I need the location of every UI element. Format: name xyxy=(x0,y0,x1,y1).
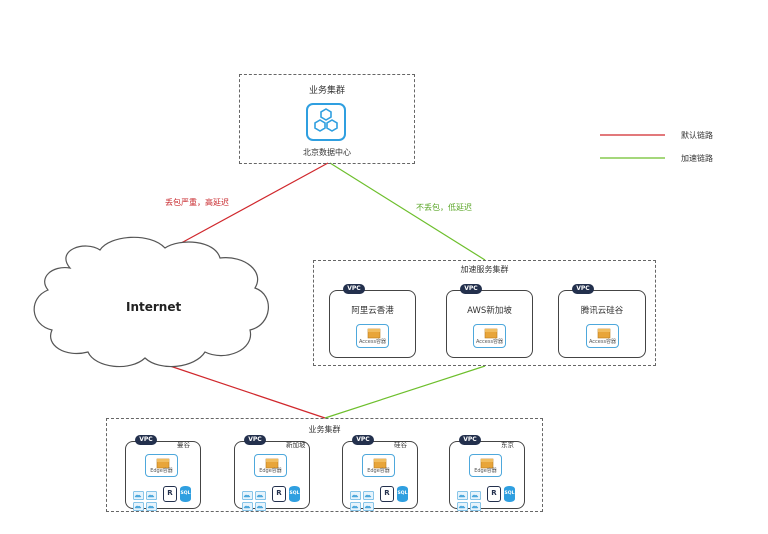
redis-icon: R xyxy=(380,486,394,502)
top-cluster-title: 业务集群 xyxy=(308,86,345,96)
redis-icon-label: R xyxy=(167,489,173,497)
container-box-icon xyxy=(367,328,381,339)
bottom-business-cluster xyxy=(106,418,543,512)
legend-accel-label: 加速链路 xyxy=(681,154,713,163)
cloud-service-icon xyxy=(146,496,157,515)
access-container-label: Access容器 xyxy=(588,339,617,345)
edge-container: Edge容器 xyxy=(469,454,502,477)
accel-link-top xyxy=(329,162,486,261)
access-container: Access容器 xyxy=(586,324,619,348)
vpc-tag: VPC xyxy=(352,435,374,445)
accel-cluster-title: 加速服务集群 xyxy=(460,265,509,274)
access-container-label: Access容器 xyxy=(475,339,504,345)
accel-link-bottom xyxy=(324,365,486,419)
cloud-service-icon xyxy=(470,485,481,504)
bottom-node-label: 新加坡 xyxy=(286,441,306,449)
vpc-tag: VPC xyxy=(244,435,266,445)
default-link-top xyxy=(171,162,329,249)
cloud-service-icon xyxy=(350,485,361,504)
bottom-node-label: 硅谷 xyxy=(394,441,407,449)
cloud-service-icon xyxy=(363,496,374,515)
container-box-icon xyxy=(597,328,611,339)
sql-database-icon: SQL xyxy=(397,486,408,502)
accel-service-cluster xyxy=(313,260,656,366)
bottom-cluster-title: 业务集群 xyxy=(308,425,341,434)
cloud-service-icon xyxy=(350,496,361,515)
cloud-service-icon xyxy=(133,485,144,504)
container-box-icon xyxy=(265,458,279,469)
access-container-label: Access容器 xyxy=(358,339,387,345)
bottom-node-label: 东京 xyxy=(501,441,514,449)
edge-container-label: Edge容器 xyxy=(367,468,390,474)
container-box-icon xyxy=(484,328,498,339)
cloud-service-icon xyxy=(242,496,253,515)
cloud-service-icon xyxy=(146,485,157,504)
redis-icon-label: R xyxy=(491,489,497,497)
cloud-service-icon xyxy=(470,496,481,515)
sql-icon-label: SQL xyxy=(180,491,191,496)
edge-container: Edge容器 xyxy=(145,454,178,477)
edge-container-label: Edge容器 xyxy=(259,468,282,474)
redis-icon-label: R xyxy=(384,489,390,497)
access-container: Access容器 xyxy=(473,324,506,348)
redis-icon: R xyxy=(163,486,177,502)
accel-node-label: AWS新加坡 xyxy=(467,306,512,316)
container-box-icon xyxy=(156,458,170,469)
cloud-service-icon xyxy=(255,485,266,504)
default-link-note: 丢包严重，高延迟 xyxy=(165,198,229,207)
accel-link-note: 不丢包，低延迟 xyxy=(416,203,472,212)
legend-default-label: 默认链路 xyxy=(681,131,713,140)
cloud-service-icon xyxy=(457,485,468,504)
accel-node-label: 阿里云香港 xyxy=(351,306,394,316)
cloud-service-icon xyxy=(255,496,266,515)
vpc-tag: VPC xyxy=(343,284,365,294)
cloud-service-icon xyxy=(133,496,144,515)
sql-icon-label: SQL xyxy=(289,491,300,496)
datacenter-caption: 北京数据中心 xyxy=(303,148,351,157)
internet-cloud xyxy=(33,236,269,368)
top-business-cluster xyxy=(239,74,415,164)
redis-icon: R xyxy=(487,486,501,502)
sql-database-icon: SQL xyxy=(180,486,191,502)
cloud-service-icon xyxy=(457,496,468,515)
sql-icon-label: SQL xyxy=(504,491,515,496)
datacenter-icon xyxy=(306,103,346,141)
edge-container-label: Edge容器 xyxy=(150,468,173,474)
vpc-tag: VPC xyxy=(460,284,482,294)
sql-icon-label: SQL xyxy=(397,491,408,496)
edge-container: Edge容器 xyxy=(362,454,395,477)
internet-label: Internet xyxy=(126,300,182,314)
cloud-service-icon xyxy=(242,485,253,504)
container-box-icon xyxy=(480,458,494,469)
access-container: Access容器 xyxy=(356,324,389,348)
sql-database-icon: SQL xyxy=(504,486,515,502)
vpc-tag: VPC xyxy=(459,435,481,445)
cloud-service-icon xyxy=(363,485,374,504)
edge-container-label: Edge容器 xyxy=(474,468,497,474)
container-box-icon xyxy=(373,458,387,469)
sql-database-icon: SQL xyxy=(289,486,300,502)
vpc-tag: VPC xyxy=(572,284,594,294)
accel-node-label: 腾讯云硅谷 xyxy=(580,306,624,316)
default-link-bottom xyxy=(169,365,326,419)
bottom-node-label: 曼谷 xyxy=(177,441,190,449)
edge-container: Edge容器 xyxy=(254,454,287,477)
redis-icon: R xyxy=(272,486,286,502)
vpc-tag: VPC xyxy=(135,435,157,445)
redis-icon-label: R xyxy=(276,489,282,497)
